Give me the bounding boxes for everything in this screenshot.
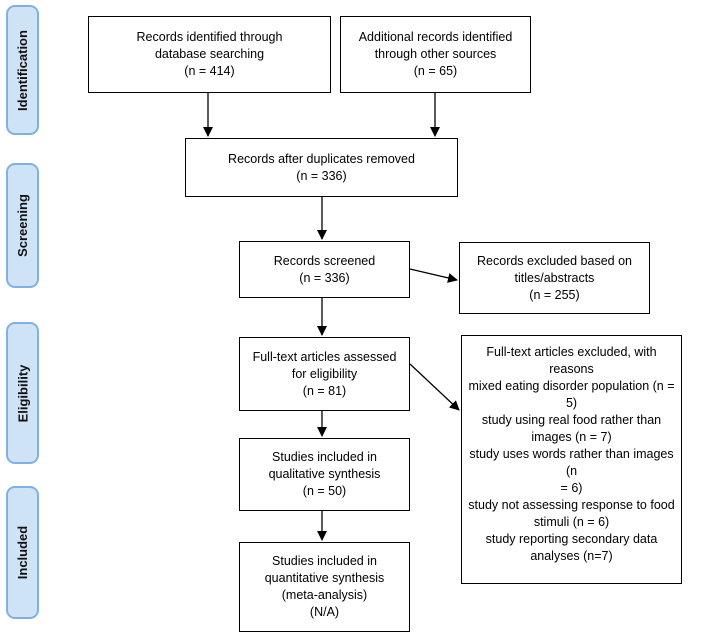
box-line: mixed eating disorder population (n = (468, 379, 675, 393)
box-line: Records screened (273, 253, 376, 268)
box-line: study not assessing response to food (468, 498, 675, 512)
box-line: Records after duplicates removed (228, 151, 415, 166)
box-line: Records excluded based on (477, 253, 632, 268)
phase-identification: Identification (6, 5, 39, 135)
box-after-duplicates: Records after duplicates removed (n = 33… (185, 138, 458, 197)
box-line: (n = 81) (302, 383, 347, 398)
box-quantitative-synthesis: Studies included in quantitative synthes… (239, 542, 410, 632)
box-line: qualitative synthesis (268, 467, 381, 481)
box-line: titles/abstracts (514, 270, 595, 285)
box-line: (n = 336) (296, 168, 347, 183)
box-line: Studies included in (272, 554, 377, 568)
box-line: reasons (549, 362, 594, 376)
arrow-fulltext-to-excluded (409, 363, 460, 411)
box-line: quantitative synthesis (264, 571, 385, 585)
box-line: images (n = 7) (531, 430, 612, 444)
box-database-search: Records identified through database sear… (88, 16, 331, 93)
box-line: Studies included in (272, 450, 377, 464)
box-excluded-titles: Records excluded based on titles/abstrac… (459, 242, 650, 314)
box-line: Records identified through (136, 30, 283, 44)
box-records-screened: Records screened (n = 336) (239, 241, 410, 298)
box-line: study uses words rather than images (n (469, 447, 674, 478)
box-line: database searching (154, 47, 265, 61)
box-line: (n = 336) (299, 270, 350, 285)
phase-eligibility: Eligibility (6, 322, 39, 464)
box-qualitative-synthesis: Studies included in qualitative synthesi… (239, 438, 410, 511)
box-line: 5) (565, 396, 578, 410)
box-line: Additional records identified (358, 30, 513, 44)
box-line: (n = 50) (302, 484, 347, 498)
box-other-sources: Additional records identified through ot… (340, 16, 531, 93)
box-line: analyses (n=7) (530, 549, 613, 563)
box-line: (n = 414) (184, 64, 235, 78)
box-line: (N/A) (309, 605, 340, 619)
phase-included: Included (6, 486, 39, 619)
box-fulltext-assessed: Full-text articles assessed for eligibil… (239, 337, 410, 411)
box-line: Full-text articles excluded, with (486, 345, 657, 359)
box-line: (n = 255) (529, 287, 580, 302)
box-line: (meta-analysis) (281, 588, 368, 602)
box-line: (n = 65) (413, 64, 458, 78)
box-line: = 6) (560, 481, 583, 495)
box-fulltext-excluded: Full-text articles excluded, with reason… (461, 335, 682, 584)
box-line: for eligibility (291, 366, 358, 381)
phase-screening: Screening (6, 163, 39, 288)
box-line: Full-text articles assessed (252, 349, 397, 364)
box-line: study using real food rather than (481, 413, 662, 427)
box-line: study reporting secondary data (485, 532, 658, 546)
arrow-screened-to-excluded (409, 268, 458, 283)
box-line: through other sources (374, 47, 497, 61)
box-line: stimuli (n = 6) (533, 515, 610, 529)
